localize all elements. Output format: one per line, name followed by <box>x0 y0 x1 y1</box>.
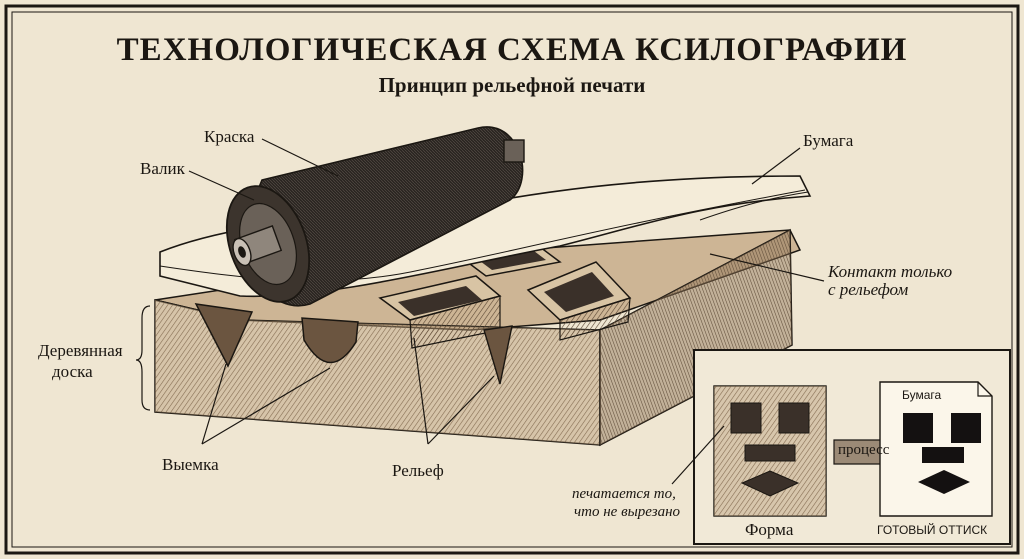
inset-print-label: ГОТОВЫЙ ОТТИСК <box>877 523 988 537</box>
label-groove: Выемка <box>162 455 219 474</box>
inset-form-label: Форма <box>745 520 794 539</box>
ink-roller <box>225 126 525 307</box>
label-paper: Бумага <box>803 131 854 150</box>
u-groove <box>301 317 359 364</box>
label-relief: Рельеф <box>392 461 444 480</box>
inset-note-line1: печатается то, <box>572 486 676 502</box>
label-contact-line2: с рельефом <box>828 280 909 299</box>
inset-process-label: процесс <box>838 442 890 458</box>
wooden-board <box>154 228 802 447</box>
v-groove <box>194 303 254 368</box>
label-roller: Валик <box>140 159 185 178</box>
label-board-line1: Деревянная <box>38 341 123 360</box>
inset-note-line2: что не вырезано <box>574 504 681 520</box>
inset-paper-label: Бумага <box>902 388 942 402</box>
page-frame <box>4 4 1020 555</box>
label-contact-line1: Контакт только <box>828 262 953 281</box>
inset-panel <box>671 349 1011 545</box>
page-subtitle: Принцип рельефной печати <box>378 73 646 97</box>
label-ink: Краска <box>204 127 255 146</box>
page-title: ТЕХНОЛОГИЧЕСКАЯ СХЕМА КСИЛОГРАФИИ <box>116 32 908 68</box>
leader-lines <box>135 138 825 445</box>
label-board-line2: доска <box>52 362 93 381</box>
